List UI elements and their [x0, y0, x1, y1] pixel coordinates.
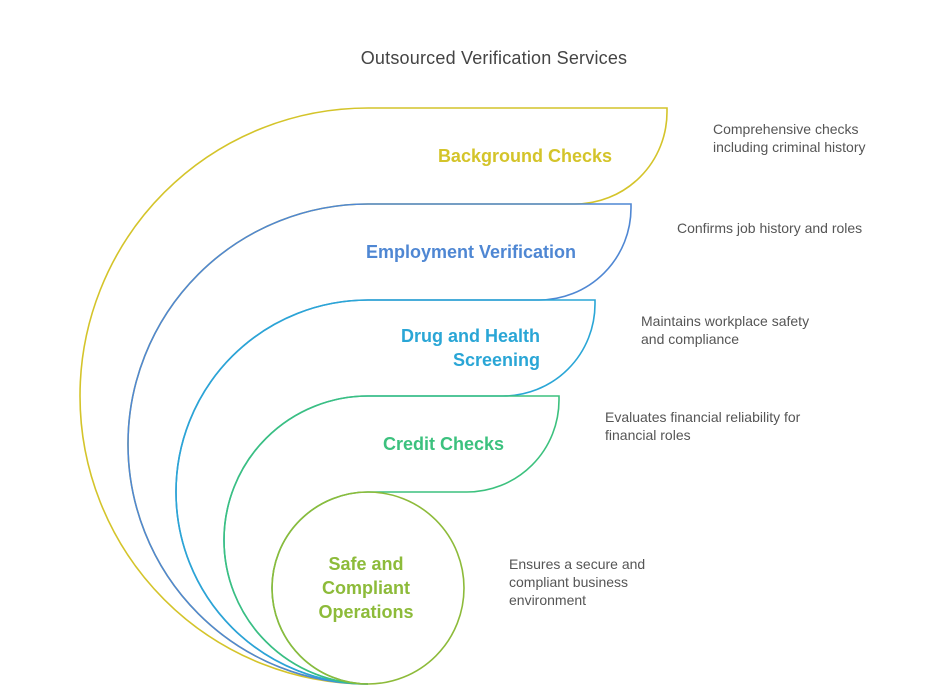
safe-compliant-operations-label-text: Safe and Compliant Operations	[318, 554, 414, 622]
background-checks-label: Background Checks	[380, 144, 612, 168]
diagram-title: Outsourced Verification Services	[360, 48, 628, 68]
drug-health-screening-label-text: Drug and Health Screening	[400, 326, 540, 370]
safe-compliant-operations-label: Safe and Compliant Operations	[306, 552, 426, 624]
safe-compliant-operations-description: Ensures a secure and compliant business …	[509, 556, 646, 608]
employment-verification-label: Employment Verification	[330, 240, 576, 264]
safe-compliant-operations-circle	[271, 491, 465, 685]
drug-health-screening-description: Maintains workplace safety and complianc…	[641, 313, 810, 347]
credit-checks-description: Evaluates financial reliability for fina…	[605, 409, 801, 443]
background-checks-label-text: Background Checks	[437, 146, 612, 166]
employment-verification-description: Confirms job history and roles	[677, 220, 863, 236]
background-checks-description: Comprehensive checks including criminal …	[713, 121, 866, 155]
drug-health-screening-label: Drug and Health Screening	[380, 324, 540, 372]
employment-verification-label-text: Employment Verification	[365, 242, 576, 262]
credit-checks-label: Credit Checks	[340, 432, 504, 456]
credit-checks-label-text: Credit Checks	[382, 434, 504, 454]
